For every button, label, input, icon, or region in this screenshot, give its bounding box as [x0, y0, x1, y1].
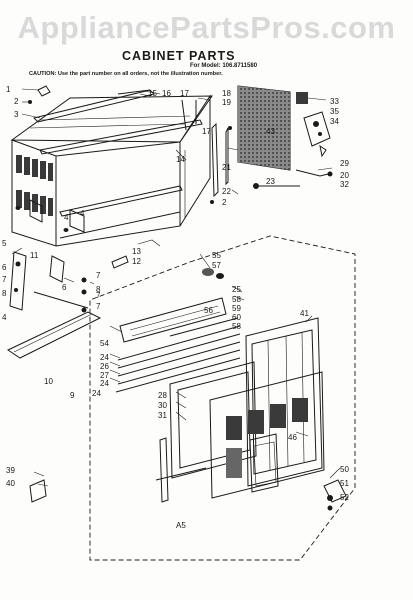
power-cord-23 [253, 169, 333, 189]
callout-60: 60 [232, 313, 241, 322]
callout-labels: 1 2 3 4 4 5 6 6 7 7 7 8 8 9 10 11 12 13 … [2, 85, 349, 530]
callout-7a: 7 [2, 275, 7, 284]
bottom-hardware [29, 479, 347, 511]
callout-6a: 6 [2, 263, 7, 272]
callout-34: 34 [330, 117, 339, 126]
callout-50: 50 [340, 465, 349, 474]
callout-23: 23 [266, 177, 275, 186]
cabinet-shell [10, 89, 213, 247]
parts-1-2-3 [21, 85, 51, 119]
diagram-title: CABINET PARTS [122, 49, 236, 63]
callout-33: 33 [330, 97, 339, 106]
front-panel-28-30-31 [169, 361, 257, 479]
callout-28: 28 [158, 391, 167, 400]
top-rail-parts [117, 89, 197, 131]
footer-code: A5 [176, 521, 186, 530]
callout-3: 3 [14, 110, 19, 119]
callout-4b: 4 [64, 213, 69, 222]
callout-35: 35 [330, 107, 339, 116]
callout-6b: 6 [62, 283, 67, 292]
callout-11: 11 [30, 251, 39, 260]
callout-32: 32 [340, 180, 349, 189]
callout-10: 10 [44, 377, 53, 386]
callout-26: 26 [100, 362, 109, 371]
callout-18: 18 [222, 89, 231, 98]
callout-31: 31 [158, 411, 167, 420]
callout-51: 51 [340, 479, 349, 488]
side-bracket-assembly [9, 251, 89, 313]
callout-21: 21 [222, 163, 231, 172]
callout-14: 14 [176, 155, 185, 164]
callout-17a: 17 [180, 89, 189, 98]
site-watermark: AppliancePartsPros.com [17, 10, 396, 45]
callout-39: 39 [6, 466, 15, 475]
sill-strip-10 [6, 311, 102, 359]
callout-17b: 17 [202, 127, 211, 136]
front-grille-46 [209, 371, 325, 499]
switch-parts-33-35 [296, 92, 331, 158]
callout-7b: 7 [96, 271, 101, 280]
callout-4c: 4 [2, 313, 7, 322]
leader-lines [11, 90, 341, 487]
callout-8b: 8 [96, 285, 101, 294]
control-knob-55-57 [202, 268, 224, 279]
rear-panel-43 [228, 85, 291, 171]
callout-29: 29 [340, 159, 349, 168]
callout-13: 13 [132, 247, 141, 256]
callout-15: 15 [148, 89, 157, 98]
screws-12-13 [111, 239, 161, 269]
front-assembly-boundary [89, 235, 356, 561]
callout-56: 56 [204, 306, 213, 315]
callout-5: 5 [2, 239, 7, 248]
callout-19: 19 [222, 98, 231, 107]
callout-24a: 24 [100, 353, 109, 362]
callout-2b: 2 [222, 198, 227, 207]
side-louvers [16, 155, 53, 216]
callout-30: 30 [158, 401, 167, 410]
callout-8a: 8 [2, 289, 7, 298]
callout-2: 2 [14, 97, 19, 106]
callout-58a: 58 [232, 295, 241, 304]
model-number: For Model: 106.8711580 [190, 63, 258, 69]
grille-vents [226, 398, 308, 478]
callout-59: 59 [232, 304, 241, 313]
callout-24c: 24 [92, 389, 101, 398]
vertical-channel-21 [210, 122, 229, 204]
callout-16: 16 [162, 89, 171, 98]
callout-40: 40 [6, 479, 15, 488]
callout-12: 12 [132, 257, 141, 266]
callout-1: 1 [6, 85, 11, 94]
callout-43: 43 [266, 127, 275, 136]
caution-note: CAUTION: Use the part number on all orde… [29, 71, 223, 77]
front-grille-frame-41 [245, 317, 323, 487]
callout-27: 27 [100, 371, 109, 380]
louver-assembly [115, 297, 241, 393]
callout-55: 55 [212, 251, 221, 260]
callout-7c: 7 [96, 302, 101, 311]
callout-24b: 24 [100, 379, 109, 388]
callout-7d: 7 [96, 291, 101, 300]
bottom-trim-strip [155, 437, 207, 503]
callout-54: 54 [100, 339, 109, 348]
callout-57: 57 [212, 261, 221, 270]
callout-20: 20 [340, 171, 349, 180]
callout-46: 46 [288, 433, 297, 442]
callout-9: 9 [70, 391, 75, 400]
callout-41: 41 [300, 309, 309, 318]
callout-58b: 58 [232, 322, 241, 331]
callout-25: 25 [232, 285, 241, 294]
callout-4a: 4 [80, 209, 85, 218]
callout-52: 52 [340, 493, 349, 502]
callout-22: 22 [222, 187, 231, 196]
